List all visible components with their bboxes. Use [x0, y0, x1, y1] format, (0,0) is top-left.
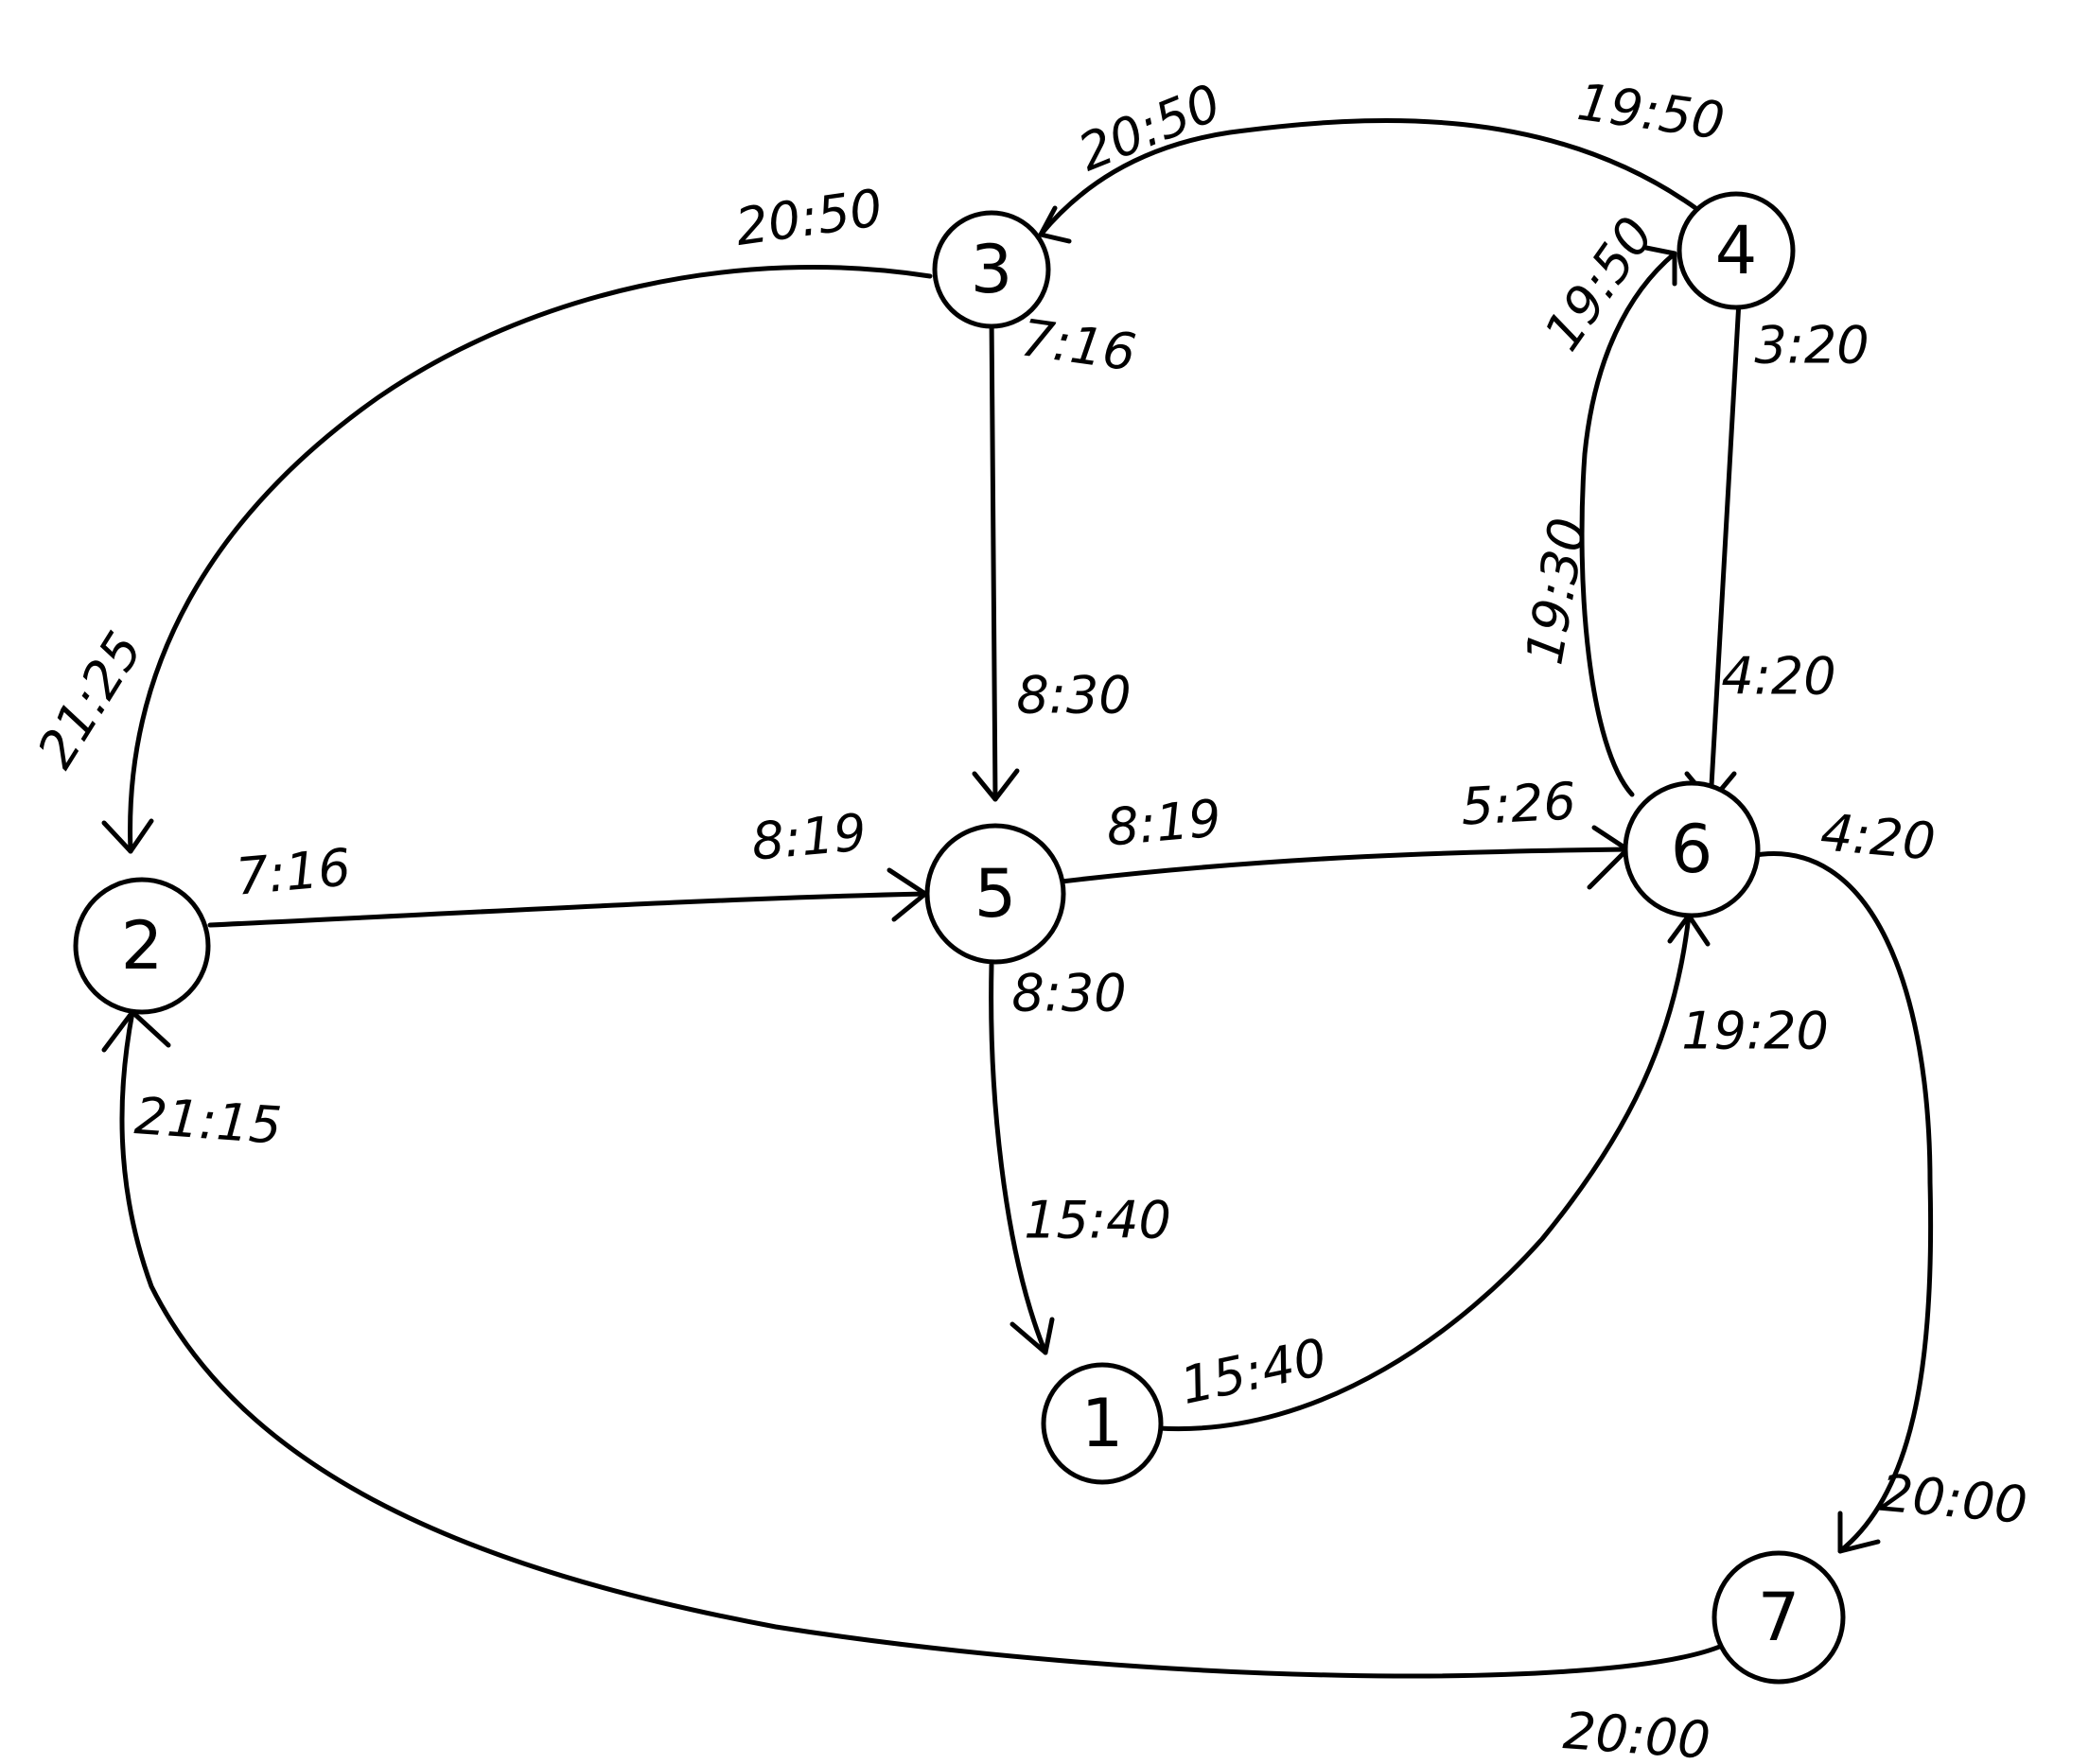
- edge-3-5-start-label: 7:16: [1018, 307, 1140, 382]
- edge-5-1-start-label: 8:30: [1011, 964, 1126, 1023]
- edge-6-4: [1579, 251, 1677, 797]
- edge-5-6-end-label: 5:26: [1460, 771, 1577, 836]
- edge-4-3-end-label: 20:50: [1070, 73, 1229, 183]
- edge-4-6-end-label: 4:20: [1721, 647, 1835, 707]
- node-3: 3: [932, 210, 1051, 329]
- edge-2-5: [207, 891, 928, 928]
- edge-7-2-arrowhead: [101, 1009, 171, 1053]
- edge-5-1: [989, 962, 1048, 1355]
- node-label: 5: [974, 855, 1017, 933]
- edge-5-1-end-label: 15:40: [1024, 1191, 1171, 1250]
- node-7: 7: [1712, 1550, 1846, 1685]
- node-label: 2: [121, 907, 164, 985]
- edge-6-4-arrowhead: [1643, 245, 1677, 287]
- node-4: 4: [1676, 191, 1796, 310]
- edge-4-3-arrowhead: [1038, 205, 1072, 244]
- edge-3-2-start-label: 20:50: [732, 178, 887, 257]
- node-1: 1: [1041, 1362, 1164, 1485]
- node-2: 2: [73, 877, 211, 1015]
- edge-7-2: [119, 1009, 1725, 1679]
- node-6: 6: [1623, 780, 1761, 918]
- edges: [101, 117, 1934, 1679]
- edge-4-3: [1038, 117, 1701, 237]
- node-5: 5: [924, 823, 1066, 965]
- edge-7-2-start-label: 20:00: [1561, 1701, 1712, 1764]
- edge-4-3-start-label: 19:50: [1574, 72, 1729, 151]
- edge-7-2-end-label: 21:15: [132, 1086, 284, 1156]
- edge-5-6-start-label: 8:19: [1104, 788, 1223, 857]
- edge-4-6-start-label: 3:20: [1754, 316, 1869, 376]
- edge-5-6: [1059, 847, 1630, 884]
- edge-1-6: [1156, 913, 1692, 1432]
- edge-2-5-start-label: 7:16: [234, 837, 353, 906]
- edge-1-6-end-label: 19:20: [1681, 1002, 1829, 1061]
- edge-3-2-arrowhead: [101, 818, 154, 854]
- node-label: 3: [971, 231, 1013, 308]
- edge-5-6-arrowhead: [1587, 825, 1630, 890]
- node-label: 4: [1715, 212, 1758, 289]
- edge-3-5-end-label: 8:30: [1016, 666, 1131, 725]
- node-label: 6: [1671, 811, 1713, 888]
- nodes: 1 2 3 4 5 6 7: [73, 191, 1846, 1685]
- edge-6-7-start-label: 4:20: [1818, 802, 1938, 871]
- edge-3-5: [989, 311, 998, 802]
- edge-3-2: [128, 264, 933, 854]
- edge-3-5-arrowhead: [972, 768, 1020, 802]
- edge-2-5-end-label: 8:19: [749, 802, 869, 871]
- edge-6-7: [1747, 851, 1934, 1554]
- edge-4-6: [1708, 298, 1742, 805]
- node-label: 7: [1758, 1579, 1800, 1656]
- edge-6-7-arrowhead: [1837, 1511, 1881, 1554]
- edge-6-7-end-label: 20:00: [1878, 1463, 2030, 1535]
- edge-5-1-arrowhead: [1009, 1317, 1055, 1355]
- node-label: 1: [1081, 1385, 1124, 1462]
